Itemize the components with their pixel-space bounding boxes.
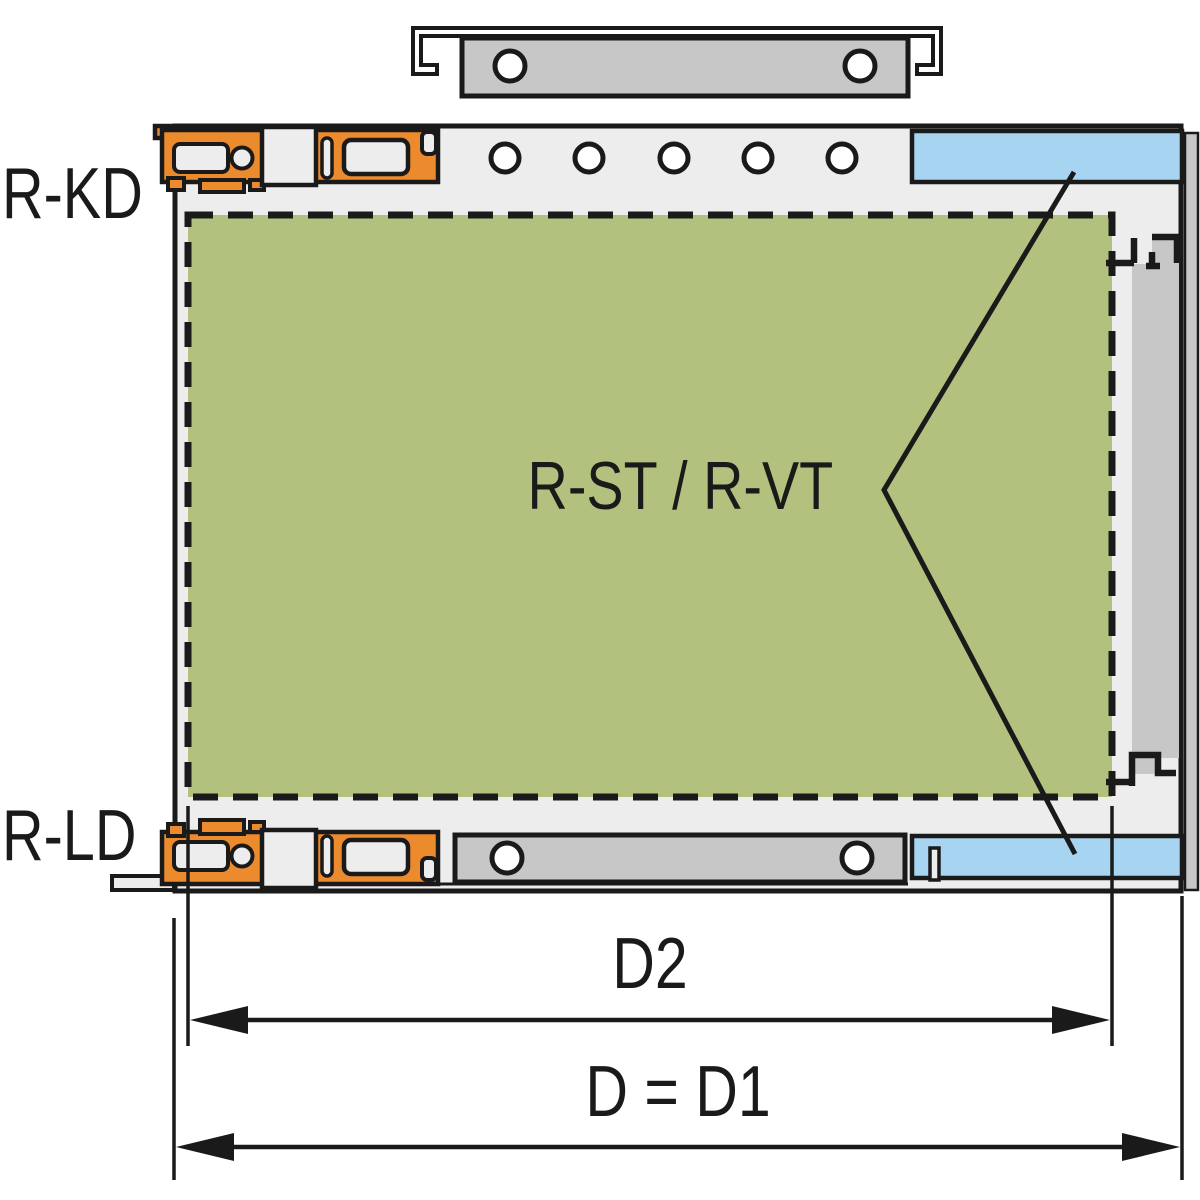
label-board-area-text: R-ST / R-VT	[527, 448, 833, 524]
profile-slot	[172, 840, 230, 872]
board-area	[184, 211, 1116, 801]
bracket-bar	[459, 35, 911, 99]
arrowhead-right	[1052, 1006, 1110, 1034]
rail-blue-top	[909, 128, 1185, 185]
profile-tooth	[198, 178, 246, 194]
profile-thin-slot	[320, 136, 334, 180]
profile-tooth	[166, 176, 186, 192]
profile-slot	[172, 142, 230, 174]
right-guide-strip	[1132, 240, 1179, 774]
arrowhead-left	[176, 1133, 234, 1161]
profile-chamber	[341, 837, 411, 877]
profile-gap	[259, 827, 319, 891]
label-r-kd: R-KD	[2, 154, 143, 234]
rail-blue-bottom	[909, 833, 1185, 881]
bottom-rail-bar	[440, 832, 908, 886]
profile-pin-hole	[229, 843, 255, 869]
arrowhead-right	[1122, 1133, 1180, 1161]
profile-gap	[259, 124, 319, 188]
bracket-hole	[492, 48, 528, 84]
profile-r-kd	[152, 123, 441, 194]
profile-chamber	[341, 137, 411, 177]
frame-hole	[572, 141, 606, 175]
frame-hole	[741, 141, 775, 175]
label-dimension-d1: D = D1	[448, 1056, 908, 1128]
label-dimension-d2: D2	[420, 928, 880, 1000]
label-r-ld: R-LD	[2, 796, 137, 876]
arrowhead-left	[190, 1006, 248, 1034]
bracket-hat-outline	[411, 26, 943, 76]
profile-tooth	[166, 822, 186, 838]
frame-hole	[488, 141, 522, 175]
dimension-d2	[186, 806, 1114, 1046]
board-notch-bottom-right	[1106, 751, 1176, 786]
bottom-bar	[452, 832, 908, 885]
profile-hook-notch	[420, 856, 438, 882]
bracket-hole	[842, 48, 878, 84]
label-d2-text: D2	[612, 924, 688, 1004]
frame-hole-row	[488, 141, 859, 175]
leader-line-board-label	[881, 170, 1078, 856]
frame-hole	[825, 141, 859, 175]
dimension-d1	[172, 896, 1184, 1180]
label-board-area: R-ST / R-VT	[420, 452, 940, 520]
profile-hook-notch	[420, 130, 438, 156]
sheet-tab-bottom-right	[928, 846, 941, 882]
profile-tooth	[198, 818, 246, 836]
profile-thin-slot	[320, 834, 334, 878]
profile-r-ld	[110, 818, 441, 892]
board-notch-top-right	[1106, 233, 1181, 270]
right-outer-flange	[1183, 131, 1200, 892]
profile-pin-hole	[229, 145, 255, 171]
bottom-bar-hole	[839, 840, 875, 876]
profile-tooth	[248, 820, 266, 834]
top-mounting-bracket	[411, 26, 943, 99]
label-d1-text: D = D1	[585, 1052, 771, 1132]
bottom-bar-hole	[489, 840, 525, 876]
frame-hole	[657, 141, 691, 175]
